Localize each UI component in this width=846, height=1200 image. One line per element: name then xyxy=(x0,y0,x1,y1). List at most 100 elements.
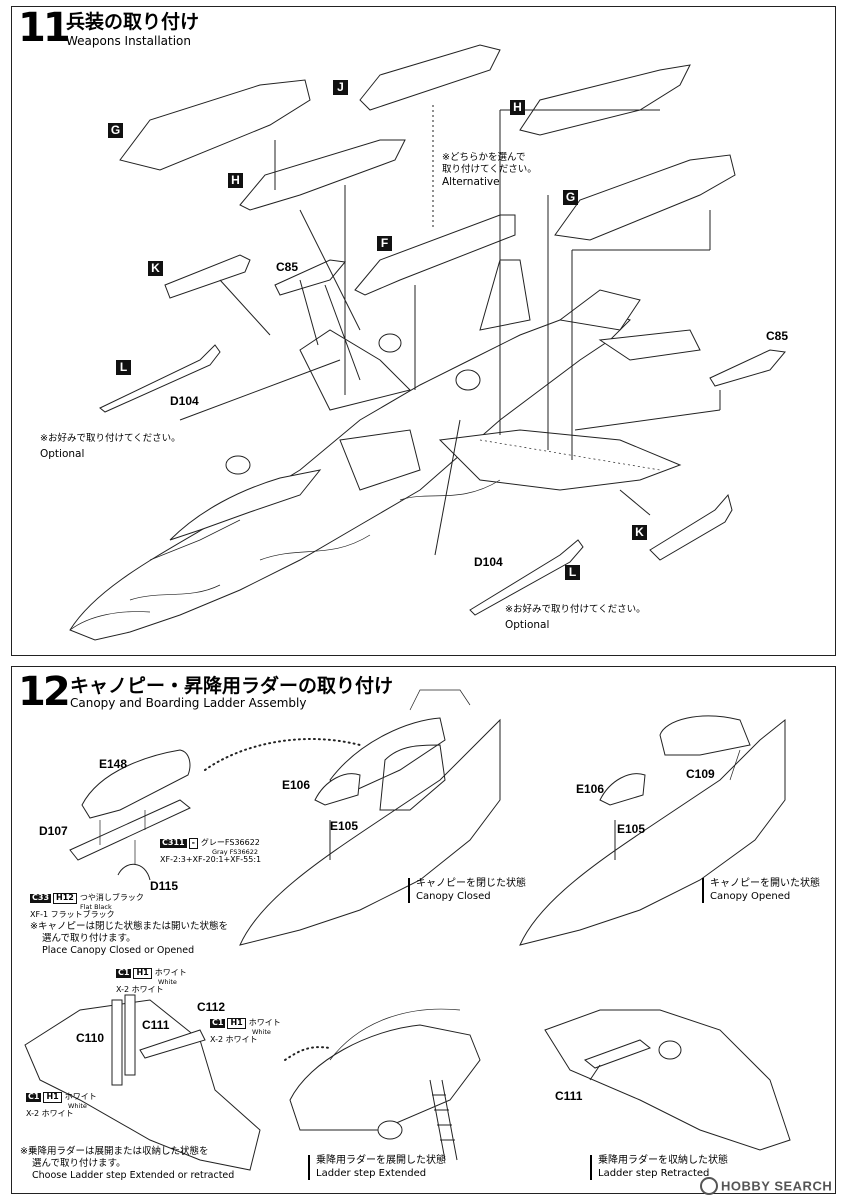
aircraft-tail-fin-1 xyxy=(479,259,531,331)
part-label-j: J xyxy=(333,80,348,95)
paint-c33-code: C33 xyxy=(30,893,52,903)
pod-h1 xyxy=(519,64,691,136)
part-label-h1: H xyxy=(510,100,525,115)
part-label-e148: E148 xyxy=(99,757,128,771)
part-label-c109: C109 xyxy=(686,767,715,781)
step-11-panel xyxy=(11,6,836,656)
aircraft-wing-right xyxy=(438,429,682,491)
paint-callout-c311: C311-グレーFS36622 Gray FS36622 XF-2:3+XF-2… xyxy=(160,838,261,865)
paint-c311-jp: グレーFS36622 xyxy=(200,838,260,847)
part-label-e105-left: E105 xyxy=(330,819,359,833)
paint-c311-code: C311 xyxy=(160,838,187,848)
step-11-title-jp: 兵装の取り付け xyxy=(66,11,200,33)
paint-c1-en-c: White xyxy=(68,1101,87,1110)
part-label-f: F xyxy=(377,236,392,251)
paint-c1-en-b: White xyxy=(252,1027,271,1036)
paint-c1-xf-b: X-2 ホワイト xyxy=(210,1034,258,1044)
paint-c33-h: H12 xyxy=(53,893,77,904)
state-ladder-retracted: 乗降用ラダーを収納した状態 Ladder step Retracted xyxy=(590,1155,728,1180)
aircraft-wing-left xyxy=(299,329,411,411)
paint-c1-jp-a: ホワイト xyxy=(154,968,187,977)
part-label-k1: K xyxy=(148,261,163,276)
pod-j xyxy=(359,44,501,111)
part-label-e105-right: E105 xyxy=(617,822,646,836)
pod-h2 xyxy=(239,139,406,211)
part-label-d104-left: D104 xyxy=(170,394,199,408)
nose-gear-wheel xyxy=(225,455,251,475)
optional-note-right-en: Optional xyxy=(505,618,550,631)
state-ladder-extended-jp: 乗降用ラダーを展開した状態 xyxy=(316,1155,446,1166)
step-12-number: 12 xyxy=(18,669,71,715)
ladder-note-jp1: ※乗降用ラダーは展開または収納した状態を xyxy=(20,1146,209,1157)
aircraft-fuselage xyxy=(69,309,631,641)
part-label-c85-left: C85 xyxy=(276,260,299,274)
part-label-c85-right: C85 xyxy=(766,329,789,343)
paint-c1-jp-c: ホワイト xyxy=(64,1092,97,1101)
step-12-title-jp: キャノピー・昇降用ラダーの取り付け xyxy=(70,675,394,697)
paint-c311-dash: - xyxy=(188,838,198,849)
optional-note-left-jp: ※お好みで取り付けてください。 xyxy=(40,433,181,444)
c85-right xyxy=(709,349,786,387)
canopy-note-jp1: ※キャノピーは閉じた状態または開いた状態を xyxy=(30,921,228,932)
pod-g2 xyxy=(554,154,736,241)
missile-l2 xyxy=(469,539,584,616)
step-11-title-en: Weapons Installation xyxy=(66,34,191,48)
paint-c1-en-a: White xyxy=(158,977,177,986)
state-canopy-opened-en: Canopy Opened xyxy=(710,890,791,902)
optional-note-left: ※お好みで取り付けてください。 Optional xyxy=(40,433,181,461)
paint-c1-jp-b: ホワイト xyxy=(248,1018,281,1027)
part-label-h2: H xyxy=(228,173,243,188)
paint-c1-h-b: H1 xyxy=(227,1018,246,1029)
paint-c33-jp: つや消しブラック xyxy=(79,893,144,902)
state-ladder-extended: 乗降用ラダーを展開した状態 Ladder step Extended xyxy=(308,1155,446,1180)
part-label-l1: L xyxy=(116,360,131,375)
main-gear-wheel-2 xyxy=(378,333,402,353)
paint-c311-en: Gray FS36622 xyxy=(212,847,259,856)
paint-c1-code-c: C1 xyxy=(26,1092,42,1102)
part-label-g2: G xyxy=(563,190,578,205)
part-label-c110: C110 xyxy=(76,1031,105,1045)
paint-c1-h-a: H1 xyxy=(133,968,152,979)
ladder-note-jp2: 選んで取り付けます。 xyxy=(32,1157,126,1169)
state-canopy-closed-en: Canopy Closed xyxy=(416,890,491,902)
part-label-d107: D107 xyxy=(39,824,68,838)
canopy-note: ※キャノピーは閉じた状態または開いた状態を 選んで取り付けます。 Place C… xyxy=(30,921,228,957)
paint-c1-code-a: C1 xyxy=(116,968,132,978)
state-canopy-closed: キャノピーを閉じた状態 Canopy Closed xyxy=(408,878,526,903)
main-gear-wheel-1 xyxy=(455,369,481,391)
part-label-c111-left: C111 xyxy=(142,1018,170,1032)
watermark: HOBBY SEARCH xyxy=(700,1177,833,1196)
paint-c1-h-c: H1 xyxy=(43,1092,62,1103)
part-label-g1: G xyxy=(108,123,123,138)
alternative-note-jp2: 取り付けてください。 xyxy=(442,163,537,175)
state-canopy-opened-jp: キャノピーを開いた状態 xyxy=(710,878,820,889)
optional-note-right: ※お好みで取り付けてください。 Optional xyxy=(505,604,646,632)
part-label-e106-right: E106 xyxy=(576,782,605,796)
step-12-title-en: Canopy and Boarding Ladder Assembly xyxy=(70,696,307,710)
watermark-text: HOBBY SEARCH xyxy=(721,1178,833,1194)
alternative-note: ※どちらかを選んで 取り付けてください。 Alternative xyxy=(442,152,537,189)
state-ladder-retracted-en: Ladder step Retracted xyxy=(598,1167,710,1179)
optional-note-left-en: Optional xyxy=(40,447,85,460)
part-label-k2: K xyxy=(632,525,647,540)
ladder-note-en: Choose Ladder step Extended or retracted xyxy=(32,1169,235,1181)
aircraft-canopy xyxy=(169,469,322,541)
paint-c1-xf-c: X-2 ホワイト xyxy=(26,1108,74,1118)
part-label-d104-right: D104 xyxy=(474,555,503,569)
pod-k1 xyxy=(164,254,251,299)
paint-c1-xf-a: X-2 ホワイト xyxy=(116,984,164,994)
aircraft-tailplane xyxy=(598,329,701,361)
missile-l1 xyxy=(99,344,221,413)
step-11-number: 11 xyxy=(18,5,71,51)
pod-g1 xyxy=(119,79,311,171)
watermark-logo-icon xyxy=(700,1177,718,1195)
paint-c1-code-b: C1 xyxy=(210,1018,226,1028)
canopy-note-en: Place Canopy Closed or Opened xyxy=(42,944,195,956)
canopy-note-jp2: 選んで取り付けます。 xyxy=(42,932,136,944)
ladder-note: ※乗降用ラダーは展開または収納した状態を 選んで取り付けます。 Choose L… xyxy=(20,1146,234,1182)
alternative-note-en: Alternative xyxy=(442,175,500,188)
state-ladder-retracted-jp: 乗降用ラダーを収納した状態 xyxy=(598,1155,728,1166)
